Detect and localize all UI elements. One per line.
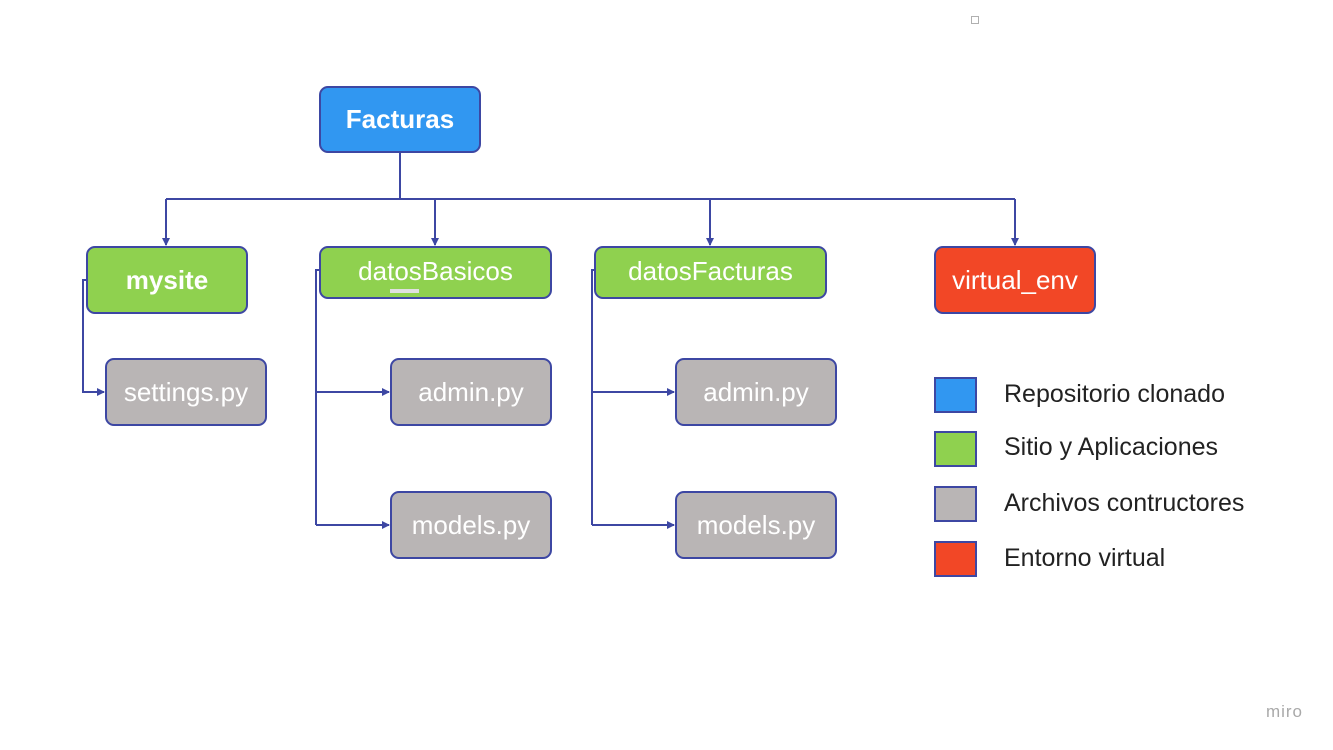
connector-datosfacturas-spine — [591, 269, 596, 525]
node-datosbasicos-models[interactable]: models.py — [390, 491, 552, 559]
text-cursor-mark — [390, 289, 419, 293]
node-facturas[interactable]: Facturas — [319, 86, 481, 153]
legend-swatch-files[interactable] — [934, 486, 977, 522]
node-datosfacturas-admin-label: admin.py — [703, 376, 809, 407]
legend-label-site-apps: Sitio y Aplicaciones — [1004, 433, 1219, 461]
node-mysite-label: mysite — [125, 264, 209, 295]
node-datosfacturas-models-label: models.py — [696, 509, 816, 540]
node-datosbasicos-label: datosBasicos — [358, 256, 513, 286]
node-datosbasicos-models-label: models.py — [411, 509, 531, 540]
node-datosbasicos-admin[interactable]: admin.py — [390, 358, 552, 426]
node-datosfacturas-models[interactable]: models.py — [675, 491, 837, 559]
node-facturas-label: Facturas — [345, 104, 455, 134]
legend-label-files: Archivos contructores — [1004, 489, 1245, 517]
node-mysite-settings-label: settings.py — [123, 376, 249, 407]
frame-icon — [971, 16, 979, 24]
node-virtual-env-label: virtual_env — [952, 264, 1078, 295]
legend-swatch-virtual-env[interactable] — [934, 541, 977, 577]
node-datosfacturas-admin[interactable]: admin.py — [675, 358, 837, 426]
node-mysite-settings[interactable]: settings.py — [105, 358, 267, 426]
node-datosfacturas-label: datosFacturas — [628, 256, 793, 286]
node-virtual-env[interactable]: virtual_env — [934, 246, 1096, 314]
connector-mysite-settings — [82, 279, 105, 396]
node-datosbasicos[interactable]: datosBasicos — [319, 246, 552, 299]
legend-label-repository: Repositorio clonado — [1004, 380, 1225, 408]
legend-label-virtual-env: Entorno virtual — [1004, 544, 1166, 572]
node-datosbasicos-admin-label: admin.py — [418, 376, 524, 407]
node-mysite[interactable]: mysite — [86, 246, 248, 314]
legend-swatch-site-apps[interactable] — [934, 431, 977, 467]
legend-swatch-repository[interactable] — [934, 377, 977, 413]
node-datosfacturas[interactable]: datosFacturas — [594, 246, 827, 299]
connector-datosbasicos-spine — [315, 269, 320, 525]
miro-watermark: miro — [1265, 702, 1303, 721]
